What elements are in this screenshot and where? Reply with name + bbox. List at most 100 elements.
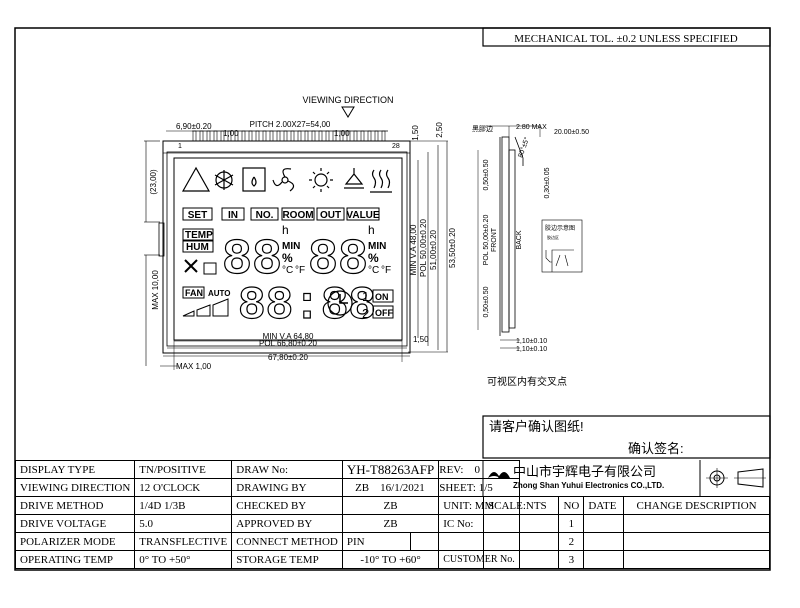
digits-clock: 88:88 <box>238 280 376 332</box>
unit-f-1: °F <box>295 265 305 276</box>
lcd-label-box <box>346 207 380 221</box>
dim-pol50: POL 50,00±0.20 <box>419 218 428 276</box>
dim-150-top: 1,50 <box>411 125 420 141</box>
side-note: 可视区内有交叉点 <box>487 375 567 388</box>
side-glass-back <box>508 149 516 329</box>
connector-pin <box>276 130 281 142</box>
connector-pin <box>283 130 288 142</box>
rev-cell: REV: 0 <box>438 460 520 479</box>
tolerance-box <box>482 27 771 47</box>
connector-pin <box>367 130 372 142</box>
pitch-dim: PITCH 2.00X27=54,00 <box>250 120 331 129</box>
polarizer-mode-label: POLARIZER MODE <box>14 532 136 551</box>
dim-050-bot: 0,50±0.50 <box>483 286 490 317</box>
dim-030: 0,30±0.05 <box>544 167 551 198</box>
timer-1-label: 1 <box>362 289 369 304</box>
lcd-label-in: IN <box>228 210 238 221</box>
sun-rays <box>309 168 333 192</box>
pin-last-label: 28 <box>392 143 400 150</box>
pin-row <box>192 130 386 142</box>
off-label: OFF <box>375 308 393 318</box>
dim-va48: MIN V.A 48,00 <box>409 224 418 275</box>
on-label: ON <box>375 292 389 302</box>
connector-pin <box>381 130 386 142</box>
confirm-prompt: 请客户确认图纸! <box>489 419 584 434</box>
lcd-label-room: ROOM <box>282 210 313 221</box>
dim-050-top: 0,50±0.50 <box>483 159 490 190</box>
dim-va6480: MIN V.A 64,80 <box>263 332 314 341</box>
polarizer-mode-value: TRANSFLECTIVE <box>134 532 233 551</box>
company-name-en: Zhong Shan Yuhui Electronics CO.,LTD. <box>513 481 664 490</box>
viewing-direction-arrow <box>341 106 355 118</box>
dim-2000: 20.00±0.50 <box>554 129 589 136</box>
digits-temp: 88 <box>222 232 282 289</box>
unit-c-2: °C <box>368 265 379 276</box>
change-table: SCALE:NTS NO DATE CHANGE DESCRIPTION 1 2… <box>482 496 770 569</box>
digits-hum: 88 <box>308 232 368 289</box>
lock-icon <box>203 262 217 275</box>
storage-temp-value: -10° TO +60° <box>341 550 440 569</box>
dim-pol6680: POL 66,80±0.20 <box>259 339 317 348</box>
lcd-label-box <box>316 207 345 221</box>
lcd-icons <box>181 166 392 193</box>
dim-150-right: 1,50 <box>413 335 429 344</box>
connector-pin <box>262 130 267 142</box>
temp-label: TEMP <box>185 230 213 241</box>
change-row-2: 2 <box>558 532 585 551</box>
dim-6780: 67,80±0.20 <box>268 353 309 362</box>
connector-pin <box>255 130 260 142</box>
connector-pin <box>353 130 358 142</box>
fan-blades <box>272 168 295 192</box>
fan-speed-bars <box>182 298 229 317</box>
unit-min-1: MIN <box>282 241 300 252</box>
connector-pin <box>318 130 323 142</box>
connector-pin <box>248 130 253 142</box>
connector-pin <box>304 130 309 142</box>
connector-pin <box>241 130 246 142</box>
detail-small-label: 胶边区 <box>547 234 559 240</box>
operating-temp-label: OPERATING TEMP <box>14 550 136 569</box>
dim-280: 2.80 MAX <box>516 124 547 131</box>
lcd-label-set: SET <box>188 210 207 221</box>
side-polarizer-label: 黑膠边 <box>472 124 493 133</box>
connector-pin <box>206 130 211 142</box>
approved-by-value: ZB <box>341 514 440 533</box>
lamp-icon <box>344 168 364 189</box>
drive-voltage-value: 5.0 <box>134 514 233 533</box>
timer-2-label: 2 <box>362 306 369 321</box>
change-description-header: CHANGE DESCRIPTION <box>623 496 770 515</box>
dim-110: 1,10±0.10 <box>516 338 547 345</box>
snowflake-rays <box>214 170 234 190</box>
tolerance-note: MECHANICAL TOL. ±0.2 UNLESS SPECIFIED <box>514 33 737 45</box>
auto-label: AUTO <box>208 289 231 298</box>
no-header: NO <box>558 496 585 515</box>
drive-method-label: DRIVE METHOD <box>14 496 136 515</box>
connector-pin <box>325 130 330 142</box>
back-label: BACK <box>516 230 523 249</box>
company-name-cn: 中山市宇辉电子有限公司 <box>513 464 656 479</box>
connector-pin <box>297 130 302 142</box>
sheet-border <box>14 27 771 571</box>
drive-method-value: 1/4D 1/3B <box>134 496 233 515</box>
date-header: DATE <box>583 496 625 515</box>
connect-method-label: CONNECT METHOD <box>231 532 343 551</box>
lcd-label-box <box>221 207 245 221</box>
connector-pin <box>290 130 295 142</box>
sheet-cell: SHEET: 1/5 <box>438 478 520 497</box>
lcd-label-out: OUT <box>320 210 341 221</box>
unit-pct-1: % <box>282 251 293 265</box>
confirm-sign: 确认签名: <box>628 441 684 456</box>
viewing-direction-label: VIEWING DIRECTION <box>14 478 136 497</box>
change-row-3: 3 <box>558 550 585 569</box>
operating-temp-value: 0° TO +50° <box>134 550 233 569</box>
unit-f-2: °F <box>381 265 391 276</box>
unit-min-2: MIN <box>368 241 386 252</box>
lcd-label-box <box>250 207 279 221</box>
dim-pol50-side: POL 50,00±0.20 <box>483 215 490 266</box>
connector-pin <box>311 130 316 142</box>
fan-icon <box>281 176 289 184</box>
dehumidify-icon <box>242 167 266 192</box>
detail-label: 胶边示意图 <box>545 224 575 232</box>
side-glass-front <box>501 136 510 333</box>
